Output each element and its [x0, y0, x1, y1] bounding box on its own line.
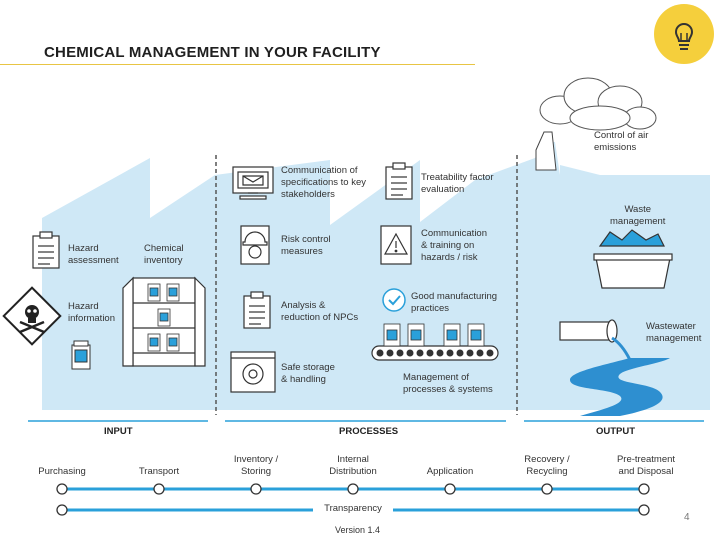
transparency-label: Transparency	[313, 503, 393, 515]
storage-gear-icon	[230, 351, 276, 393]
section-input: INPUT	[104, 426, 133, 437]
timeline-stage: Recovery /Recycling	[524, 454, 570, 477]
timeline-nodes	[56, 483, 650, 495]
timeline-stage: Application	[426, 466, 474, 477]
toxic-skull-icon	[2, 286, 62, 346]
clipboard-icon	[385, 162, 413, 200]
section-processes: PROCESSES	[339, 426, 399, 437]
computer-email-icon	[232, 166, 274, 200]
page-title: CHEMICAL MANAGEMENT IN YOUR FACILITY	[44, 44, 381, 61]
shelf-bottles	[147, 283, 180, 352]
cloud-icon	[539, 77, 657, 131]
factory-chimney-icon	[535, 131, 557, 171]
river	[570, 358, 670, 416]
label-analysis-reduction: Analysis &reduction of NPCs	[281, 300, 359, 323]
timeline-stage: Inventory /Storing	[233, 454, 279, 477]
page-number: 4	[684, 512, 690, 523]
warning-sign-icon	[380, 225, 412, 265]
label-safe-storage: Safe storage& handling	[281, 362, 335, 385]
timeline-stage: Transport	[138, 466, 180, 477]
clipboard-icon	[243, 291, 271, 329]
wastewater-pipe-icon	[559, 319, 632, 361]
title-underline	[0, 64, 475, 65]
lightbulb-icon	[654, 4, 714, 64]
waste-bin-icon	[593, 229, 673, 289]
version-label: Version 1.4	[335, 525, 381, 535]
checkmark-bubble-icon	[382, 288, 406, 312]
timeline-stage: Purchasing	[38, 466, 86, 477]
clipboard-icon	[32, 231, 60, 269]
conveyor-icon	[371, 323, 499, 361]
chemical-bottle-icon	[71, 340, 91, 370]
section-output: OUTPUT	[596, 426, 636, 437]
worker-helmet-icon	[240, 225, 270, 265]
